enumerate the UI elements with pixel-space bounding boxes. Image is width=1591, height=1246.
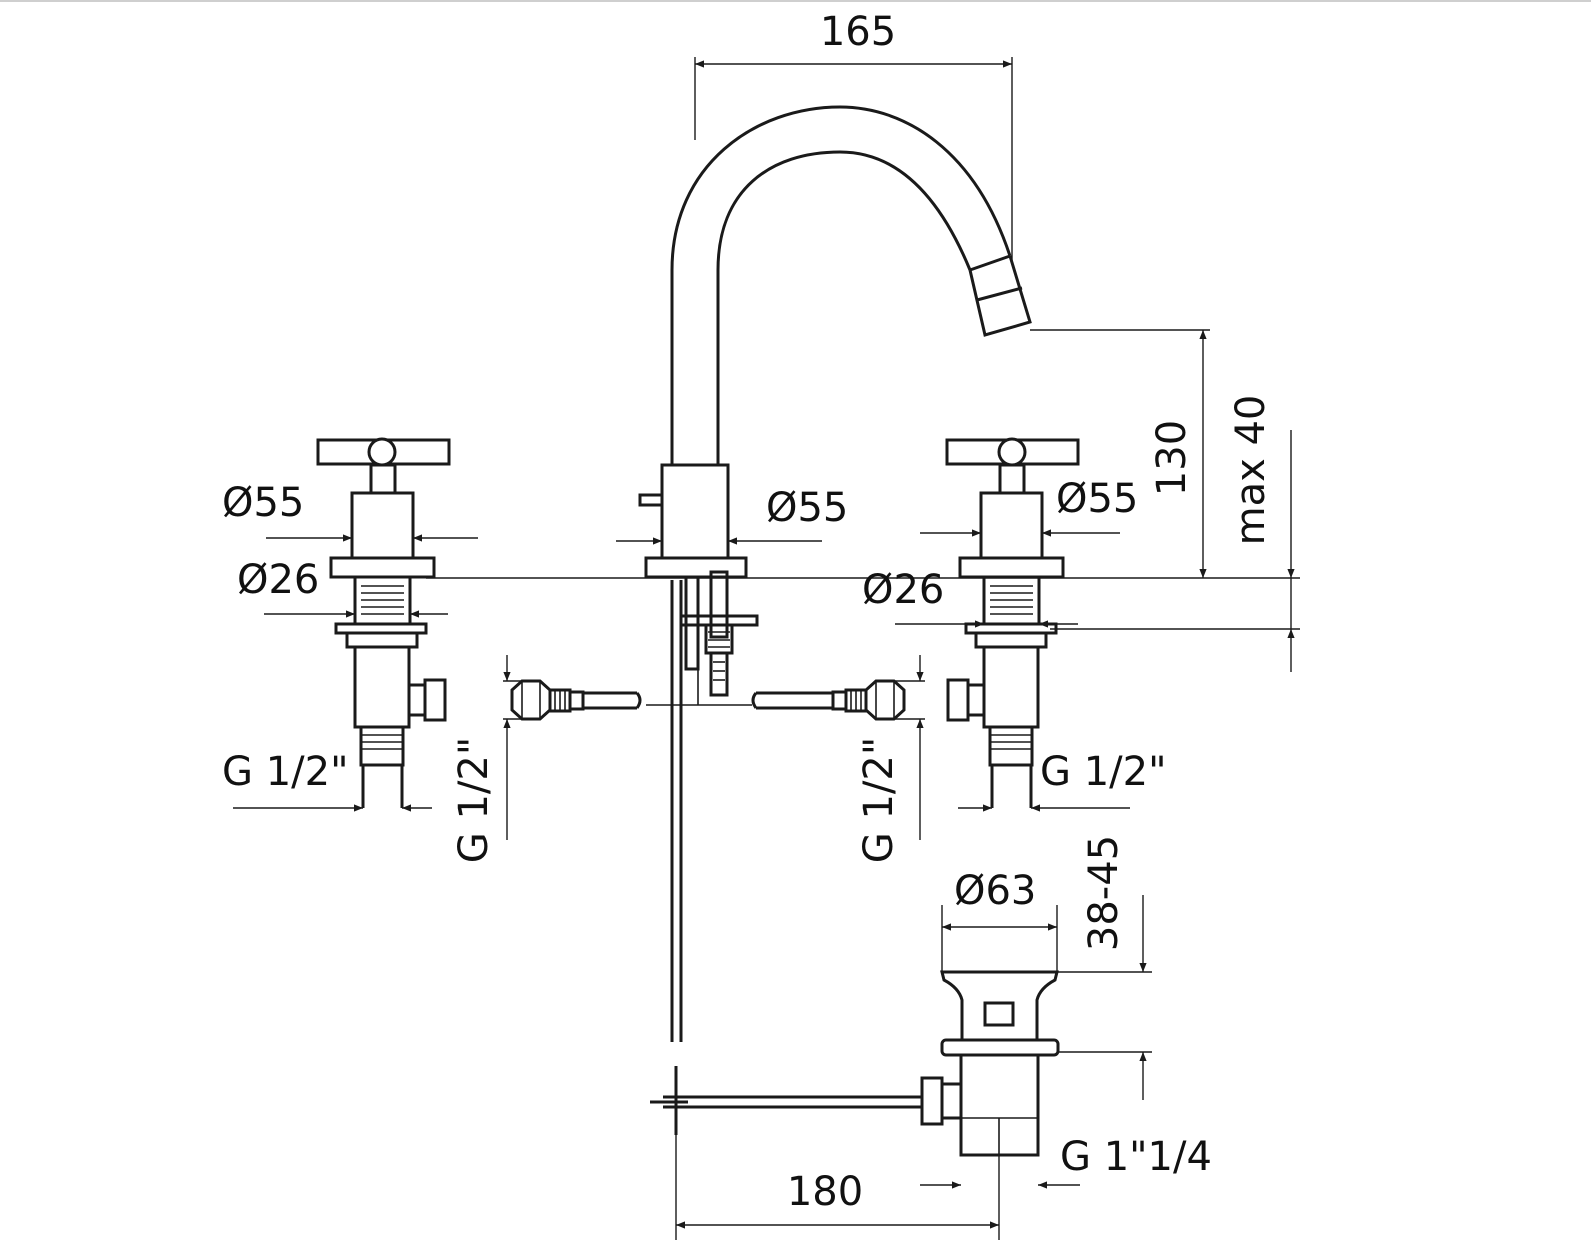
lift-rod-knob [638, 493, 664, 507]
label-max-thickness: max 40 [1228, 395, 1274, 546]
spout-base-body [660, 463, 730, 560]
label-center-base-dia: Ø55 [766, 485, 848, 531]
label-right-stem-dia: Ø26 [862, 567, 944, 613]
left-hose [510, 679, 642, 721]
left-handle-hub [367, 437, 397, 467]
label-left-handle-dia: Ø55 [222, 480, 304, 526]
label-spout-reach: 165 [820, 9, 896, 55]
lift-rod-tube [684, 575, 700, 671]
dimension-lines [233, 57, 1300, 1240]
label-left-stem-dia: Ø26 [237, 557, 319, 603]
label-rod-length: 180 [787, 1169, 863, 1215]
label-waste-thread: G 1"1/4 [1060, 1134, 1212, 1180]
label-waste-dia: Ø63 [954, 868, 1036, 914]
waste-cap [940, 970, 1059, 1042]
waste-flange [940, 1038, 1060, 1057]
right-handle-hub [997, 437, 1027, 467]
label-right-handle-dia: Ø55 [1056, 476, 1138, 522]
right-valve-knob [946, 678, 970, 722]
label-right-inlet: G 1/2" [1040, 749, 1166, 795]
label-spout-height: 130 [1149, 420, 1195, 496]
left-valve [316, 437, 451, 808]
spout-inner-curve [716, 150, 972, 465]
left-valve-knob [423, 678, 447, 722]
waste-rod-nut [920, 1076, 944, 1126]
right-angle-valve [982, 645, 1040, 729]
label-left-hose-thread: G 1/2" [451, 737, 497, 863]
left-angle-valve [353, 645, 411, 729]
left-valve-body [350, 491, 415, 560]
label-waste-range: 38-45 [1081, 835, 1127, 951]
right-hose [751, 679, 906, 721]
right-valve-body [979, 491, 1044, 560]
spout-outer-curve [670, 105, 1012, 465]
spout-body [638, 105, 1032, 1042]
label-left-inlet: G 1/2" [222, 749, 348, 795]
pop-up-waste [650, 970, 1060, 1157]
spout-base-flange [644, 556, 748, 579]
dimension-labels: 165 130 max 40 Ø55 Ø26 Ø55 Ø55 Ø26 G 1/2… [222, 9, 1274, 1215]
waste-slot [983, 1001, 1015, 1027]
mounting-stud [709, 570, 729, 639]
right-valve-flange [958, 556, 1065, 579]
left-valve-flange [329, 556, 436, 579]
label-right-hose-thread: G 1/2" [856, 737, 902, 863]
right-valve [945, 437, 1080, 808]
